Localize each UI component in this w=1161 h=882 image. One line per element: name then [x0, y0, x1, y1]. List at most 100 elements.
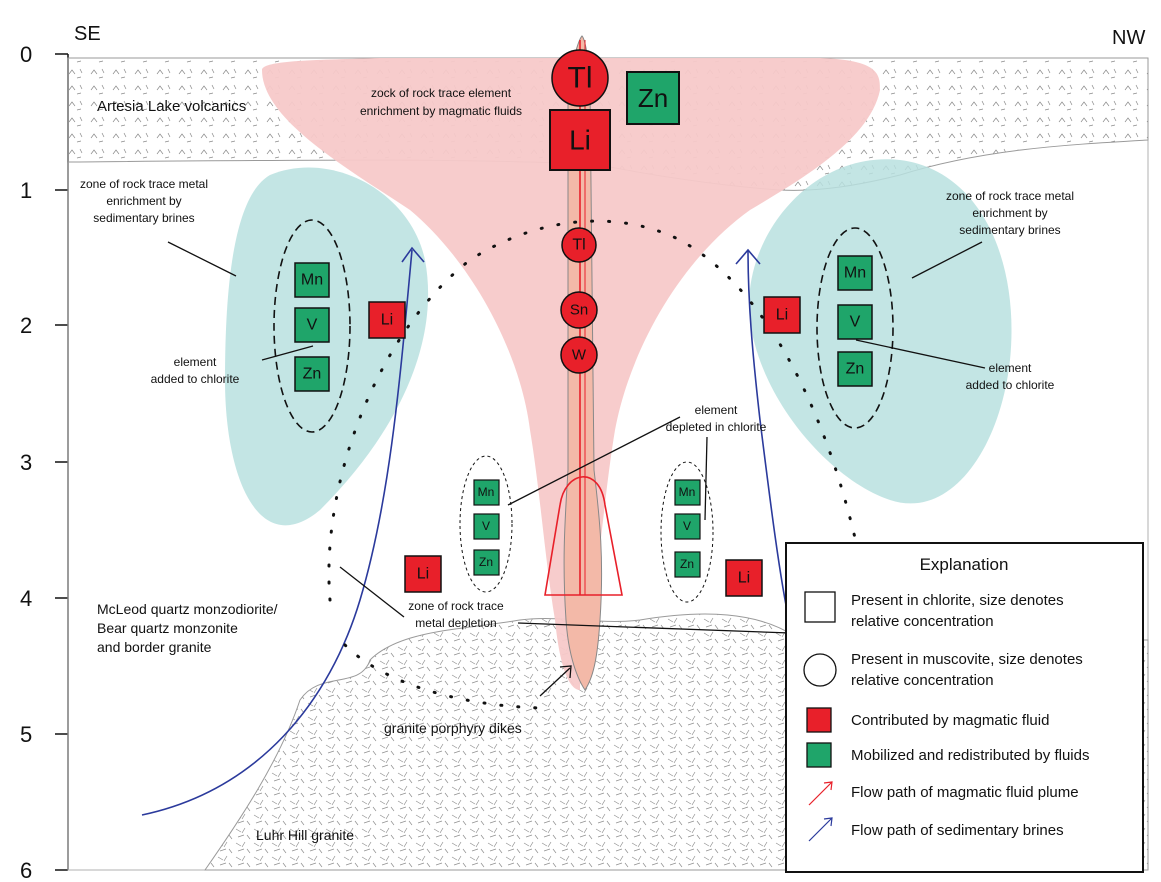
square-li-lower-left	[404, 555, 442, 593]
element-zn-top: Zn	[638, 83, 668, 113]
label-luhr-hill: Luhr Hill granite	[256, 827, 354, 843]
label-brine-right-1: zone of rock trace metal	[946, 189, 1074, 203]
orientation-se: SE	[74, 23, 101, 45]
depletion-zone-boundary-lower	[343, 643, 542, 710]
element-v-depleted-left: V	[482, 519, 490, 533]
element-zn-right: Zn	[846, 361, 865, 378]
square-li-right	[763, 296, 801, 334]
brine-zone-left	[225, 167, 429, 526]
brine-flow-arrowhead-left	[401, 246, 425, 263]
square-zn-depleted-left	[473, 549, 500, 576]
depleted-ellipse-right	[660, 461, 714, 603]
element-v-left: V	[307, 317, 318, 334]
leader-lines	[167, 241, 986, 697]
element-zn-depleted-right: Zn	[680, 557, 694, 571]
legend-symbol-green-square	[806, 742, 832, 768]
square-mn-depleted-right	[674, 479, 701, 506]
added-ellipse-right	[816, 227, 894, 429]
element-li-lower-left: Li	[417, 566, 429, 583]
circle-sn	[560, 291, 598, 329]
square-zn-right	[837, 351, 873, 387]
element-li-lower-right: Li	[738, 570, 750, 587]
element-mn-depleted-right: Mn	[679, 485, 696, 499]
label-volcanics: Artesia Lake volcanics	[97, 98, 246, 115]
depleted-ellipse-left	[459, 455, 513, 593]
label-intrusive-1: McLeod quartz monzodiorite/	[97, 601, 278, 617]
square-li-lower-right	[725, 559, 763, 597]
element-mn-right: Mn	[844, 265, 866, 282]
element-mn-depleted-left: Mn	[478, 485, 495, 499]
label-intrusive-3: and border granite	[97, 639, 212, 655]
label-depletion-2: metal depletion	[415, 616, 496, 630]
brine-zone-right	[749, 159, 1012, 504]
depth-label-0: 0	[20, 42, 32, 67]
label-brine-right-2: enrichment by	[972, 206, 1047, 220]
circle-w	[560, 336, 598, 374]
legend-item-6: Flow path of sedimentary brines	[851, 822, 1064, 839]
legend-item-4: Mobilized and redistributed by fluids	[851, 747, 1089, 764]
label-depleted-2: depleted in chlorite	[666, 420, 767, 434]
square-v-depleted-left	[473, 513, 500, 540]
label-brine-left-1: zone of rock trace metal	[80, 177, 208, 191]
square-zn-depleted-right	[674, 551, 701, 578]
label-added-right-1: element	[989, 361, 1032, 375]
square-v-left	[294, 307, 330, 343]
element-tl-top: Tl	[568, 62, 593, 95]
label-brine-right-3: sedimentary brines	[959, 223, 1060, 237]
legend-item-5: Flow path of magmatic fluid plume	[851, 784, 1079, 801]
label-added-left-1: element	[174, 355, 217, 369]
square-mn-right	[837, 255, 873, 291]
square-mn-left	[294, 262, 330, 298]
element-zn-left: Zn	[303, 366, 322, 383]
legend: Explanation Present in chlorite, size de…	[785, 542, 1144, 873]
element-v-right: V	[850, 314, 861, 331]
depth-label-6: 6	[20, 858, 32, 882]
circle-tl-mid	[561, 227, 597, 263]
legend-item-1-line-2: relative concentration	[851, 613, 994, 630]
depth-label-4: 4	[20, 586, 32, 611]
legend-item-2-line-1: Present in muscovite, size denotes	[851, 651, 1083, 668]
label-magmatic-zone-2: enrichment by magmatic fluids	[360, 104, 522, 118]
label-depleted-1: element	[695, 403, 738, 417]
element-li-right: Li	[776, 307, 788, 324]
element-w: W	[572, 347, 587, 364]
orientation-nw: NW	[1112, 27, 1145, 49]
label-brine-left-2: enrichment by	[106, 194, 181, 208]
legend-symbol-blue-arrow	[808, 817, 833, 842]
brine-flow-arrowhead-right	[735, 248, 761, 265]
element-sn: Sn	[570, 302, 588, 319]
legend-box	[785, 542, 1144, 873]
label-dikes: granite porphyry dikes	[384, 720, 522, 736]
square-zn-left	[294, 356, 330, 392]
depth-label-1: 1	[20, 178, 32, 203]
dike-pointer-arrowhead	[559, 665, 572, 679]
depth-label-3: 3	[20, 450, 32, 475]
legend-item-1-line-1: Present in chlorite, size denotes	[851, 592, 1064, 609]
square-zn-top	[626, 71, 680, 125]
element-li-left: Li	[381, 312, 393, 329]
element-li-top: Li	[569, 125, 591, 156]
label-intrusive-2: Bear quartz monzonite	[97, 620, 238, 636]
legend-symbol-red-square	[806, 707, 832, 733]
legend-title: Explanation	[920, 555, 1009, 574]
added-ellipse-left	[273, 219, 351, 433]
square-v-depleted-right	[674, 513, 701, 540]
square-li-left	[368, 301, 406, 339]
square-mn-depleted-left	[473, 479, 500, 506]
label-depletion-1: zone of rock trace	[408, 599, 504, 613]
element-mn-left: Mn	[301, 272, 323, 289]
label-added-left-2: added to chlorite	[151, 372, 240, 386]
label-magmatic-zone-1: zock of rock trace element	[371, 86, 512, 100]
depth-label-2: 2	[20, 313, 32, 338]
legend-symbol-red-arrow	[808, 781, 833, 806]
legend-symbol-square-outline	[804, 591, 836, 623]
legend-item-3: Contributed by magmatic fluid	[851, 712, 1049, 729]
brine-flow-path-left	[141, 249, 413, 816]
legend-item-2-line-2: relative concentration	[851, 672, 994, 689]
square-v-right	[837, 304, 873, 340]
square-li-top	[549, 109, 611, 171]
element-v-depleted-right: V	[683, 519, 691, 533]
circle-tl-top	[551, 49, 609, 107]
element-zn-depleted-left: Zn	[479, 555, 493, 569]
